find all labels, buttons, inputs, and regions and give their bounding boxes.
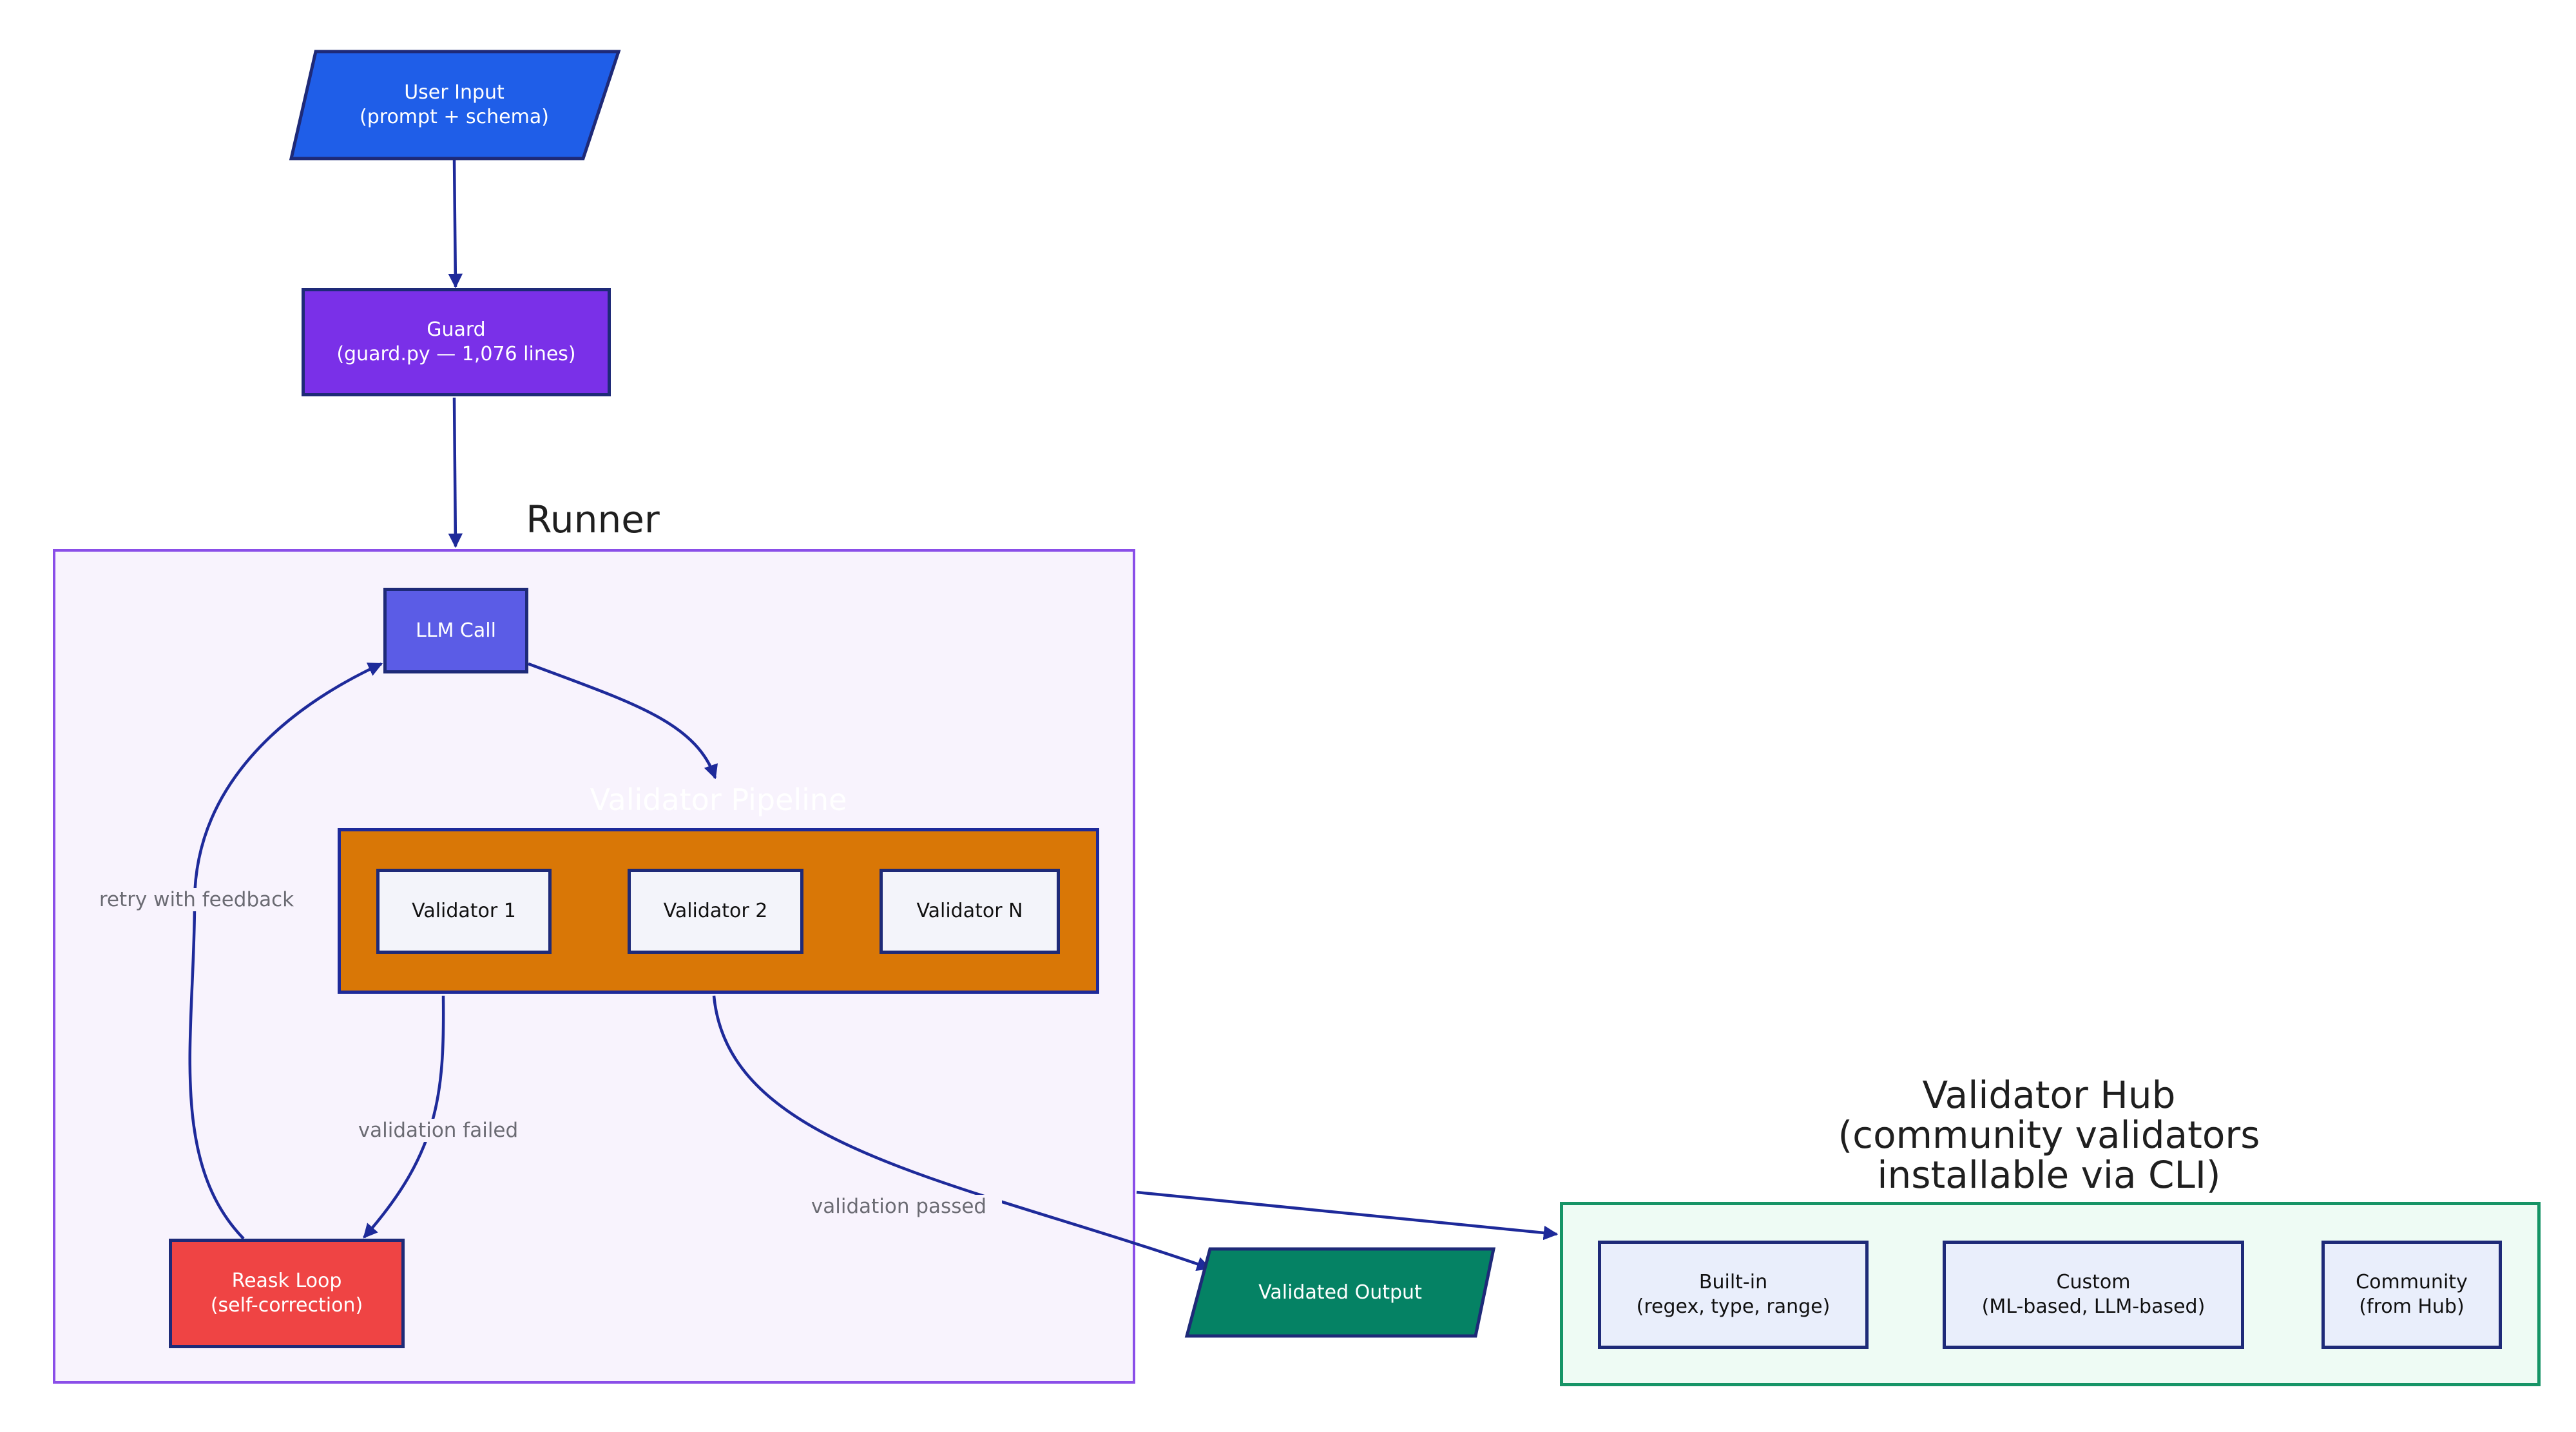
guard-node: Guard (guard.py — 1,076 lines)	[302, 288, 611, 396]
validator-1-node: Validator 1	[376, 869, 552, 954]
edge-input-to-guard	[448, 158, 463, 289]
runner-group-title: Runner	[526, 498, 660, 541]
validator-2-node: Validator 2	[628, 869, 803, 954]
llm-call-node: LLM Call	[383, 588, 528, 673]
edge-label-passed: validation passed	[796, 1195, 1002, 1218]
edge-label-retry: retry with feedback	[84, 888, 309, 911]
validated-output-node: Validated Output	[1258, 1281, 1422, 1304]
reask-loop-node: Reask Loop (self-correction)	[169, 1239, 405, 1348]
edge-pipeline-to-output	[712, 995, 1212, 1271]
validated-output-shape	[1184, 1247, 1496, 1338]
user-input-node: User Input (prompt + schema)	[360, 81, 549, 128]
community-node: Community (from Hub)	[2321, 1241, 2502, 1349]
custom-node: Custom (ML-based, LLM-based)	[1943, 1241, 2244, 1349]
edge-guard-to-runner	[448, 397, 463, 548]
edge-runner-to-hub	[1136, 1190, 1559, 1241]
built-in-node: Built-in (regex, type, range)	[1598, 1241, 1869, 1349]
validator-pipeline-title: Validator Pipeline	[590, 782, 847, 817]
validator-hub-title: Validator Hub (community validators inst…	[1838, 1073, 2260, 1197]
edge-llm-to-pipeline	[528, 662, 718, 780]
user-input-shape	[289, 50, 621, 160]
validator-n-node: Validator N	[879, 869, 1060, 954]
edge-label-failed: validation failed	[341, 1119, 535, 1142]
